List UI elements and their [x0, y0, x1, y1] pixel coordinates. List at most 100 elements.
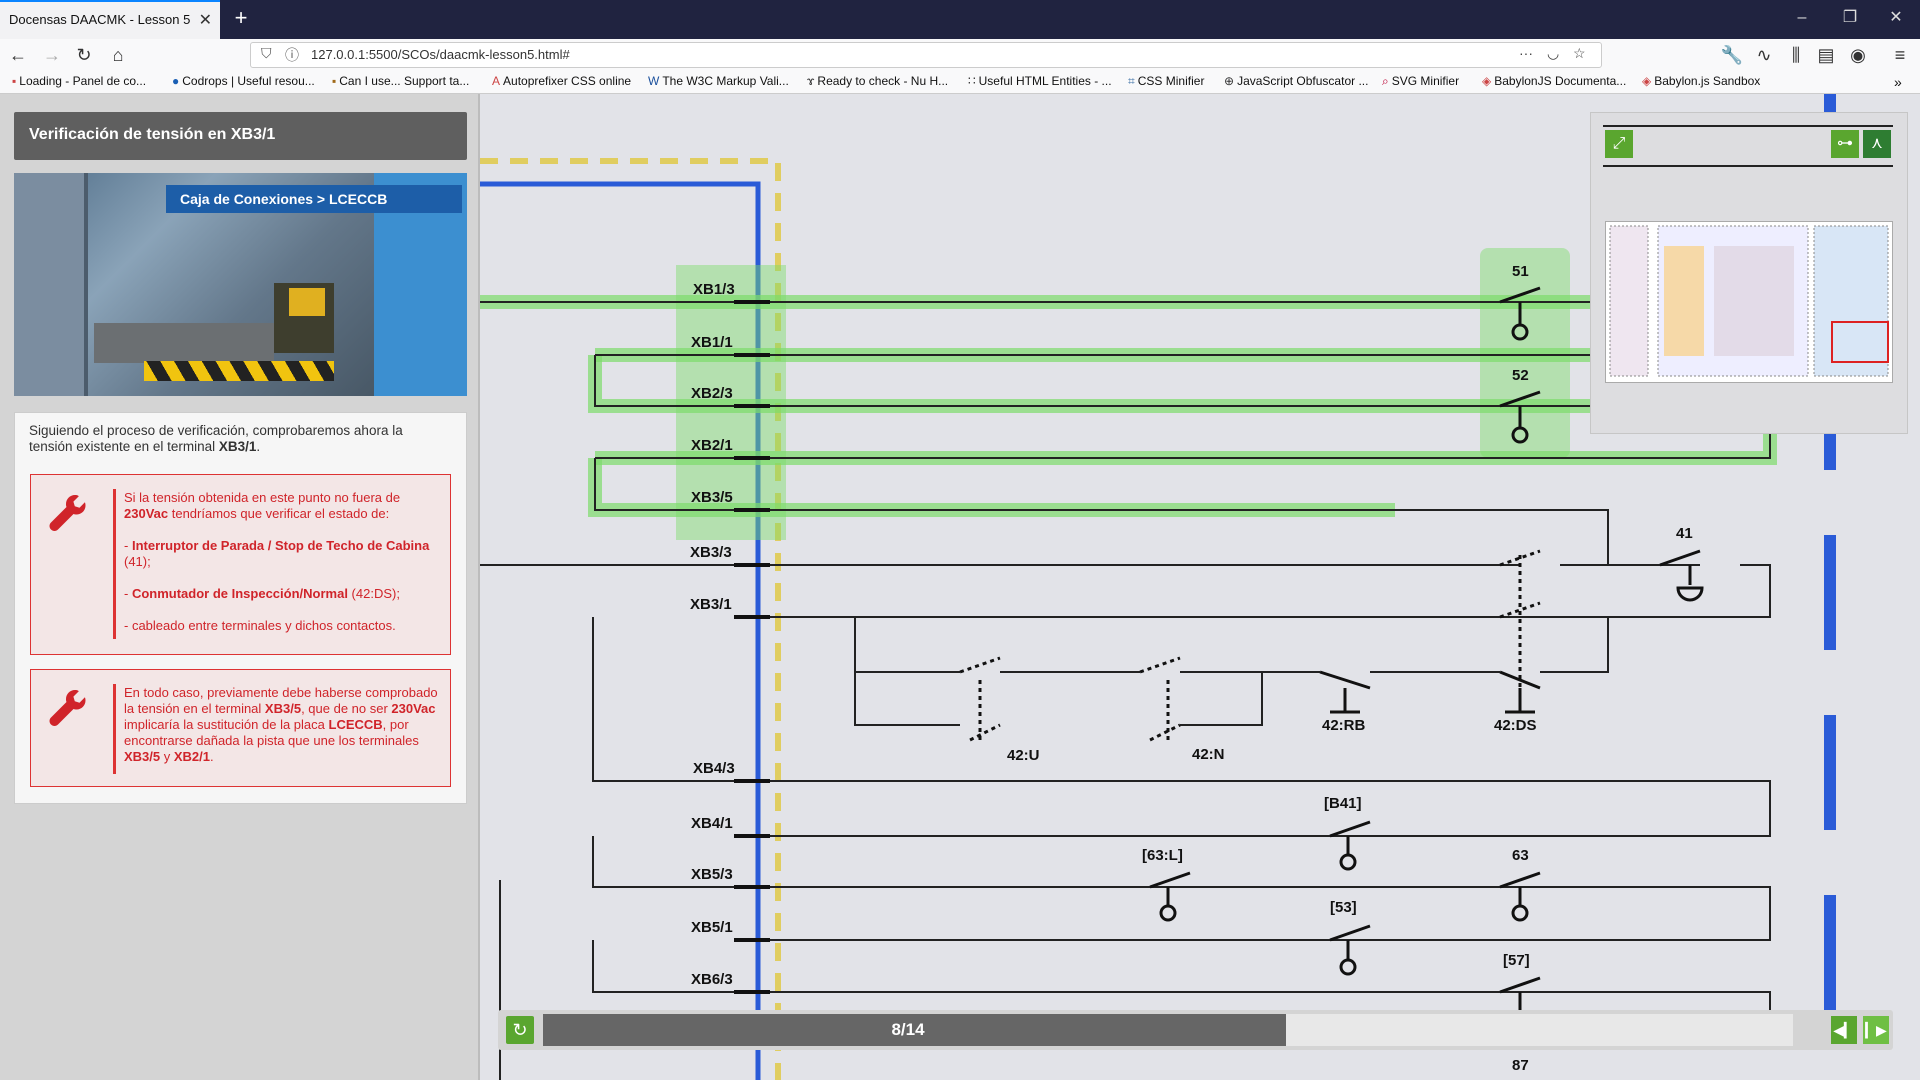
photo-control-panel [289, 288, 325, 316]
next-icon[interactable]: ▎▶ [1863, 1016, 1889, 1044]
new-tab-icon[interactable]: + [234, 5, 248, 30]
lesson-panel: Verificación de tensión en XB3/1 Caja de… [0, 94, 480, 1080]
wiring-diagram[interactable]: XB1/3 XB1/1 XB2/3 XB2/1 XB3/5 XB3/3 XB3/… [480, 94, 1920, 1080]
account-icon[interactable]: ◉ [1850, 45, 1866, 65]
terminal-label: XB5/1 [691, 919, 733, 936]
intro-terminal: XB3/1 [218, 439, 257, 454]
terminal-label: XB1/3 [693, 281, 735, 298]
sidebar-icon[interactable]: ▤ [1817, 45, 1835, 65]
pointer-toggle-icon[interactable]: ⋏ [1863, 130, 1891, 158]
previous-icon[interactable]: ◀▎ [1831, 1016, 1857, 1044]
browser-tab[interactable]: Docensas DAACMK - Lesson 5 ✕ [0, 0, 220, 39]
contact-label: 42:U [1007, 747, 1040, 764]
intro-paragraph: Siguiendo el proceso de verificación, co… [29, 423, 449, 455]
info-icon[interactable]: ⓘ [285, 47, 299, 63]
terminal-label: XB6/3 [691, 971, 733, 988]
progress-fill [543, 1014, 1286, 1046]
contact-label: 63 [1512, 847, 1529, 864]
home-icon[interactable]: ⌂ [112, 45, 124, 65]
bookmark-item[interactable]: ▪Loading - Panel de co... [12, 74, 147, 88]
contact-label: 42:RB [1322, 717, 1366, 734]
contact-label: [B41] [1324, 795, 1362, 812]
terminal-label: XB3/1 [690, 596, 732, 613]
warning-text-1: Si la tensión obtenida en este punto no … [124, 490, 430, 633]
warning-bar [113, 489, 116, 639]
navigation-bar: ← → ↻ ⌂ ⛉ ⓘ 127.0.0.1:5500/SCOs/daacmk-l… [0, 39, 1920, 70]
bookmark-item[interactable]: ▪Can I use... Support ta... [332, 74, 470, 88]
extension-icon[interactable]: ∿ [1756, 45, 1772, 65]
back-icon[interactable]: ← [9, 45, 27, 65]
terminal-label: XB5/3 [691, 866, 733, 883]
bookmark-item[interactable]: ⌗CSS Minifier [1128, 74, 1205, 88]
terminal-label: XB4/3 [693, 760, 735, 777]
lesson-title: Verificación de tensión en XB3/1 [29, 126, 276, 143]
bookmarks-bar: ▪Loading - Panel de co... ●Codrops | Use… [0, 70, 1920, 94]
pocket-icon[interactable]: ◡ [1547, 45, 1560, 61]
close-window-icon[interactable]: ✕ [1889, 9, 1903, 26]
contact-label: [63:L] [1142, 847, 1183, 864]
bookmark-item[interactable]: ◈BabylonJS Documenta... [1482, 74, 1627, 88]
terminal-label: XB3/5 [691, 489, 733, 506]
contact-label: 41 [1676, 525, 1693, 542]
photo-hazard-stripe [144, 361, 334, 381]
bookmark-star-icon[interactable]: ☆ [1573, 45, 1586, 61]
terminal-label: XB2/3 [691, 385, 733, 402]
terminal-label: XB1/1 [691, 334, 733, 351]
switch-contacts [959, 286, 1704, 1010]
contact-label: 51 [1512, 263, 1529, 280]
dashed-board-outline [480, 158, 781, 1080]
photo-floor [94, 323, 274, 363]
page-actions-icon[interactable]: ··· [1519, 45, 1533, 61]
photo-location-label: Caja de Conexiones > LCECCB [166, 185, 462, 213]
intro-text: Siguiendo el proceso de verificación, co… [29, 423, 403, 454]
bookmark-item[interactable]: ∷Useful HTML Entities - ... [968, 74, 1112, 88]
terminal-connectors [734, 300, 770, 994]
circuit-toggle-icon[interactable]: ⊶ [1831, 130, 1859, 158]
terminal-highlight [676, 265, 786, 540]
contact-label: 42:N [1192, 746, 1225, 763]
menu-icon[interactable]: ≡ [1894, 45, 1906, 65]
circuit-wires [480, 301, 1771, 1080]
minimize-icon[interactable]: – [1797, 9, 1807, 26]
tab-title: Docensas DAACMK - Lesson 5 [9, 12, 191, 27]
reload-icon[interactable]: ↻ [506, 1016, 534, 1044]
browser-tab-bar: Docensas DAACMK - Lesson 5 ✕ + – ❐ ✕ [0, 0, 1920, 39]
bookmark-item[interactable]: ◈Babylon.js Sandbox [1642, 74, 1761, 88]
shield-icon[interactable]: ⛉ [261, 45, 272, 61]
bookmark-item[interactable]: ⌕SVG Minifier [1382, 74, 1460, 88]
wrench-icon [49, 690, 86, 726]
intro-end: . [256, 439, 261, 454]
lesson-text-panel: Siguiendo el proceso de verificación, co… [14, 412, 467, 804]
minimap-thumbnail[interactable] [1605, 221, 1893, 383]
fullscreen-icon[interactable]: ⤢ [1605, 130, 1633, 158]
terminal-label: XB2/1 [691, 437, 733, 454]
warning-bar [113, 684, 116, 774]
restore-icon[interactable]: ❐ [1842, 9, 1858, 26]
wrench-icon [49, 495, 86, 531]
reload-page-icon[interactable]: ↻ [76, 45, 92, 65]
photo-door [14, 173, 88, 396]
library-icon[interactable]: ⫼ [1791, 45, 1801, 65]
photo-location-text: Caja de Conexiones > LCECCB [180, 191, 388, 207]
contact-label: 87 [1512, 1057, 1529, 1074]
terminal-label: XB3/3 [690, 544, 732, 561]
wrench-tool-icon[interactable]: 🔧 [1720, 45, 1744, 65]
forward-icon[interactable]: → [43, 45, 61, 65]
more-bookmarks-icon[interactable]: » [1894, 74, 1902, 90]
panel-divider [478, 94, 480, 1080]
contact-label: [57] [1503, 952, 1530, 969]
url-bar[interactable]: ⛉ ⓘ 127.0.0.1:5500/SCOs/daacmk-lesson5.h… [250, 42, 1602, 68]
bookmark-item[interactable]: ⊕JavaScript Obfuscator ... [1224, 74, 1369, 88]
lesson-player: ↻ 8/14 ◀▎ ▎▶ [498, 1010, 1893, 1050]
close-tab-icon[interactable]: ✕ [198, 12, 212, 29]
warning-box-1: Si la tensión obtenida en este punto no … [30, 474, 451, 655]
minimap-panel[interactable]: ⤢ ⊶ ⋏ [1590, 112, 1908, 434]
warning-text-2: En todo caso, previamente debe haberse c… [124, 685, 438, 764]
lesson-header: Verificación de tensión en XB3/1 [14, 112, 467, 160]
bookmark-item[interactable]: ●Codrops | Useful resou... [172, 74, 315, 88]
url-text: 127.0.0.1:5500/SCOs/daacmk-lesson5.html# [311, 47, 570, 62]
contact-label: 52 [1512, 367, 1529, 384]
